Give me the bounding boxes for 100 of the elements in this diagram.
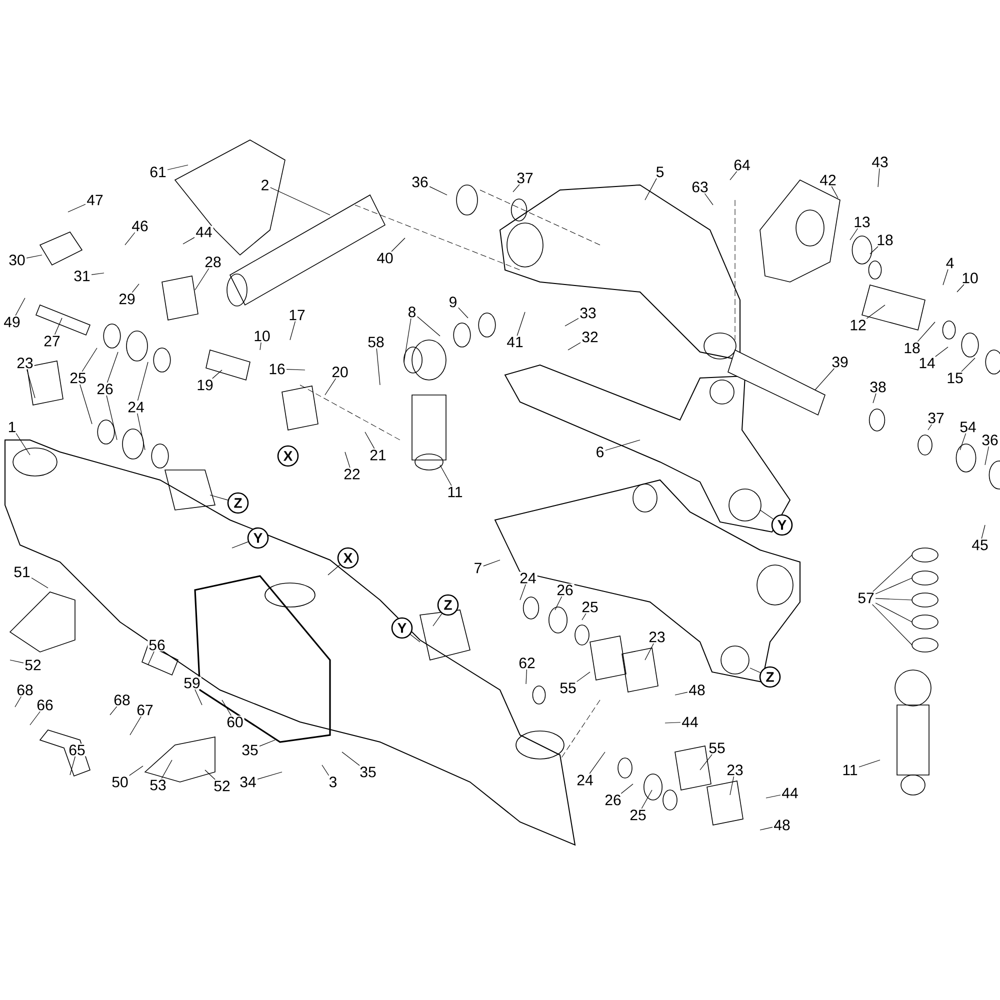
callout-number: 16 (268, 362, 286, 376)
leader-line (866, 304, 886, 319)
leader-line (956, 284, 964, 292)
leader-line (760, 510, 774, 520)
leader-line (148, 651, 154, 666)
leader-line (858, 760, 880, 768)
callout-number: 37 (516, 172, 534, 184)
leader-line (80, 384, 92, 424)
leader-line (917, 322, 936, 342)
callout-number: 28 (204, 256, 222, 268)
callout-number: 50 (110, 776, 130, 788)
reference-letter: Y (771, 514, 793, 536)
leader-line (417, 316, 440, 336)
callout-number: 51 (12, 566, 32, 578)
leader-line (110, 706, 118, 716)
callout-number: 58 (366, 336, 386, 348)
leader-line (750, 668, 761, 673)
leader-line (875, 578, 912, 594)
callout-number: 13 (852, 216, 872, 228)
callout-number: 34 (238, 776, 258, 788)
callout-number: 2 (260, 178, 270, 192)
leader-line (730, 776, 734, 796)
leader-line (210, 494, 228, 500)
leader-line (182, 237, 195, 244)
callout-number: 31 (72, 270, 92, 282)
callout-number: 26 (556, 584, 574, 596)
callout-number: 62 (518, 656, 536, 670)
callout-number: 39 (830, 356, 850, 368)
leader-line (222, 700, 232, 716)
reference-letter: X (337, 547, 359, 569)
leader-line (31, 578, 48, 588)
callout-number: 52 (24, 658, 42, 672)
callout-number: 23 (726, 764, 744, 776)
leader-line (766, 794, 781, 798)
callout-number: 7 (472, 562, 484, 574)
callout-number: 19 (196, 378, 214, 392)
callout-number: 6 (594, 446, 606, 458)
callout-number: 44 (680, 716, 700, 728)
leader-line (270, 187, 330, 216)
leader-line (68, 204, 86, 212)
callout-number: 48 (772, 818, 792, 832)
callout-number: 14 (918, 356, 936, 370)
callout-number: 26 (604, 794, 622, 806)
callout-number: 18 (876, 234, 894, 246)
leader-line (410, 634, 420, 642)
callout-number: 48 (688, 684, 706, 696)
leader-line (620, 784, 634, 794)
leader-line (700, 754, 712, 770)
callout-number: 63 (690, 180, 710, 194)
callout-number: 46 (130, 220, 150, 232)
callout-number: 21 (368, 448, 388, 462)
leader-line (70, 756, 76, 776)
callout-number: 68 (112, 694, 132, 706)
leader-line (204, 770, 216, 780)
leader-line (14, 696, 22, 708)
callout-number: 24 (518, 572, 538, 584)
leader-line (129, 766, 144, 776)
callout-number: 33 (578, 306, 598, 320)
callout-number: 23 (16, 356, 34, 370)
leader-line (432, 613, 442, 626)
leader-line (582, 613, 586, 620)
reference-letter: Y (247, 527, 269, 549)
leader-line (644, 643, 654, 660)
callout-number: 4 (944, 256, 956, 270)
callout-number: 37 (926, 412, 946, 424)
callout-number: 41 (506, 336, 524, 348)
leader-line (935, 346, 948, 357)
leader-line (132, 284, 140, 293)
leader-line (960, 433, 966, 450)
leader-line (458, 307, 468, 318)
callout-number: 40 (376, 252, 394, 264)
callout-number: 23 (648, 630, 666, 644)
leader-line (872, 554, 912, 592)
leader-line (194, 268, 210, 290)
leader-line (516, 312, 526, 336)
callout-number: 44 (780, 786, 800, 800)
leader-line (730, 171, 738, 180)
leader-line (107, 352, 118, 383)
callout-number: 10 (960, 272, 980, 284)
reference-letter: Z (437, 594, 459, 616)
callout-number: 47 (86, 194, 104, 206)
callout-number: 15 (946, 372, 964, 384)
leader-line (942, 269, 948, 286)
leader-line (674, 692, 688, 696)
leader-line (130, 716, 142, 736)
leader-line (137, 362, 148, 401)
callout-number: 35 (240, 744, 260, 756)
leader-line (641, 790, 652, 809)
callout-number: 44 (194, 226, 214, 238)
leader-line (322, 764, 330, 776)
leader-line (576, 672, 590, 682)
leader-line (961, 358, 976, 372)
leader-line (82, 348, 98, 372)
callout-number: 38 (868, 380, 888, 394)
leader-line (124, 232, 136, 246)
leader-line (704, 193, 714, 206)
callout-number: 25 (580, 600, 600, 614)
leader-line (328, 564, 340, 576)
leader-line (526, 669, 527, 684)
callout-number: 25 (68, 372, 88, 384)
